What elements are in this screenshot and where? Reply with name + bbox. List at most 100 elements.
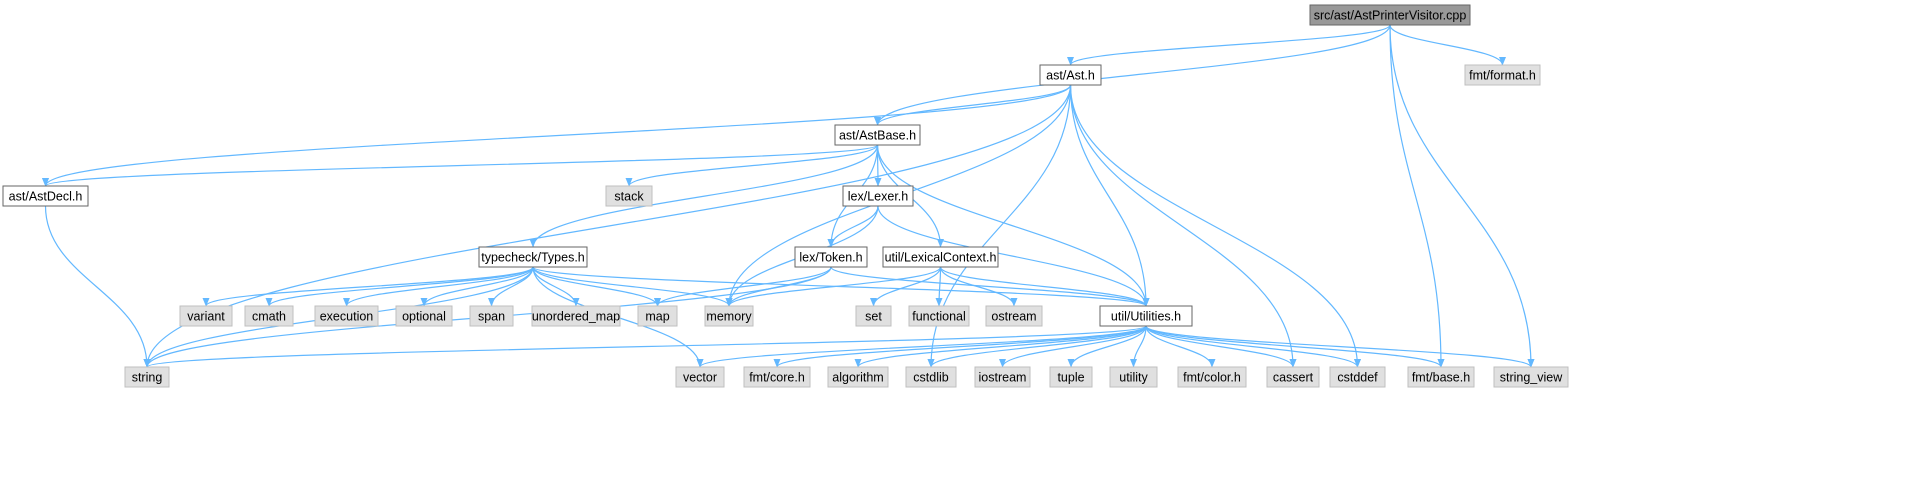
node-box [1039,64,1102,86]
edge-root-to-fmt_base [1389,24,1445,368]
edge-token-to-map [654,266,832,307]
node-algorithm: algorithm [827,366,889,388]
node-lexer[interactable]: lex/Lexer.h [842,185,914,207]
node-label: fmt/base.h [1412,371,1470,385]
edge-astbase-to-astdecl [42,144,879,187]
node-box [985,305,1043,327]
edge-astbase-to-stack [625,144,879,187]
node-box [908,305,970,327]
edge-ast_h-to-cstddef [1069,84,1361,368]
node-box [1099,305,1193,327]
node-label: ast/Ast.h [1046,69,1095,83]
node-label: typecheck/Types.h [481,251,585,265]
node-box [704,305,754,327]
node-label: util/Utilities.h [1111,310,1181,324]
node-box [1329,366,1386,388]
node-box [179,305,233,327]
node-label: ast/AstBase.h [839,129,916,143]
node-types[interactable]: typecheck/Types.h [478,246,588,268]
node-variant: variant [179,305,233,327]
node-label: cassert [1273,371,1314,385]
node-label: functional [912,310,966,324]
node-label: cmath [252,310,286,324]
node-label: variant [187,310,225,324]
edge-types-to-memory [532,266,733,307]
node-span: span [469,305,514,327]
edge-lexctx-to-functional [935,266,943,307]
node-box [395,305,453,327]
node-box [1309,4,1471,26]
node-box [1177,366,1247,388]
node-stack: stack [605,185,653,207]
node-box [531,305,621,327]
edge-lexer-to-utilities [877,205,1150,307]
edge-ast_h-to-astdecl [42,84,1072,187]
node-label: ostream [991,310,1036,324]
node-cstddef: cstddef [1329,366,1386,388]
node-cstdlib: cstdlib [905,366,957,388]
node-box [1266,366,1320,388]
node-box [2,185,89,207]
edge-utilities-to-cstddef [1145,325,1361,368]
node-unordered-map: unordered_map [531,305,621,327]
node-label: lex/Token.h [799,251,862,265]
edge-utilities-to-utility [1130,325,1147,368]
node-box [605,185,653,207]
node-label: span [478,310,505,324]
edge-lexctx-to-set [870,266,942,307]
edge-ast_h-to-utilities [1069,84,1150,307]
node-label: lex/Lexer.h [848,190,909,204]
node-label: execution [320,310,374,324]
node-ostream: ostream [985,305,1043,327]
node-box [743,366,811,388]
node-label: memory [706,310,752,324]
node-label: utility [1119,371,1148,385]
node-memory: memory [704,305,754,327]
edge-root-to-string_view [1389,24,1535,368]
node-label: algorithm [832,371,883,385]
edge-types-to-span [488,266,534,307]
node-functional: functional [908,305,970,327]
node-optional: optional [395,305,453,327]
nodes-layer: src/ast/AstPrinterVisitor.cpp ast/Ast.h fm… [2,4,1569,388]
node-cassert: cassert [1266,366,1320,388]
edge-astbase-to-utilities [876,144,1150,307]
node-label: tuple [1057,371,1084,385]
edge-types-to-cmath [265,266,534,307]
edge-root-to-ast_h [1067,24,1391,66]
edge-types-to-optional [420,266,534,307]
edge-lexctx-to-utilities [939,266,1150,307]
node-token[interactable]: lex/Token.h [794,246,868,268]
edge-ast_h-to-astbase [874,84,1072,126]
node-astdecl[interactable]: ast/AstDecl.h [2,185,89,207]
node-iostream: iostream [974,366,1031,388]
node-label: util/LexicalContext.h [885,251,997,265]
node-utilities[interactable]: util/Utilities.h [1099,305,1193,327]
node-box [1407,366,1475,388]
node-label: fmt/color.h [1183,371,1241,385]
node-lexctx[interactable]: util/LexicalContext.h [882,246,999,268]
edge-root-to-astbase [874,24,1391,126]
node-root[interactable]: src/ast/AstPrinterVisitor.cpp [1309,4,1471,26]
edge-utilities-to-fmt_core [773,325,1147,368]
node-box [314,305,379,327]
node-box [1464,64,1541,86]
node-box [834,124,921,146]
edge-types-to-unordered_map [532,266,580,307]
node-astbase[interactable]: ast/AstBase.h [834,124,921,146]
edge-utilities-to-fmt_base [1145,325,1445,368]
edge-utilities-to-string_view [1145,325,1535,368]
edge-astbase-to-types [529,144,879,248]
node-cmath: cmath [244,305,294,327]
node-box [855,305,892,327]
node-box [974,366,1031,388]
node-map: map [637,305,678,327]
node-string-view: string_view [1493,366,1569,388]
node-box [675,366,725,388]
node-box [794,246,868,268]
node-ast-h[interactable]: ast/Ast.h [1039,64,1102,86]
node-fmt-core: fmt/core.h [743,366,811,388]
node-box [637,305,678,327]
edge-utilities-to-string [143,325,1147,368]
